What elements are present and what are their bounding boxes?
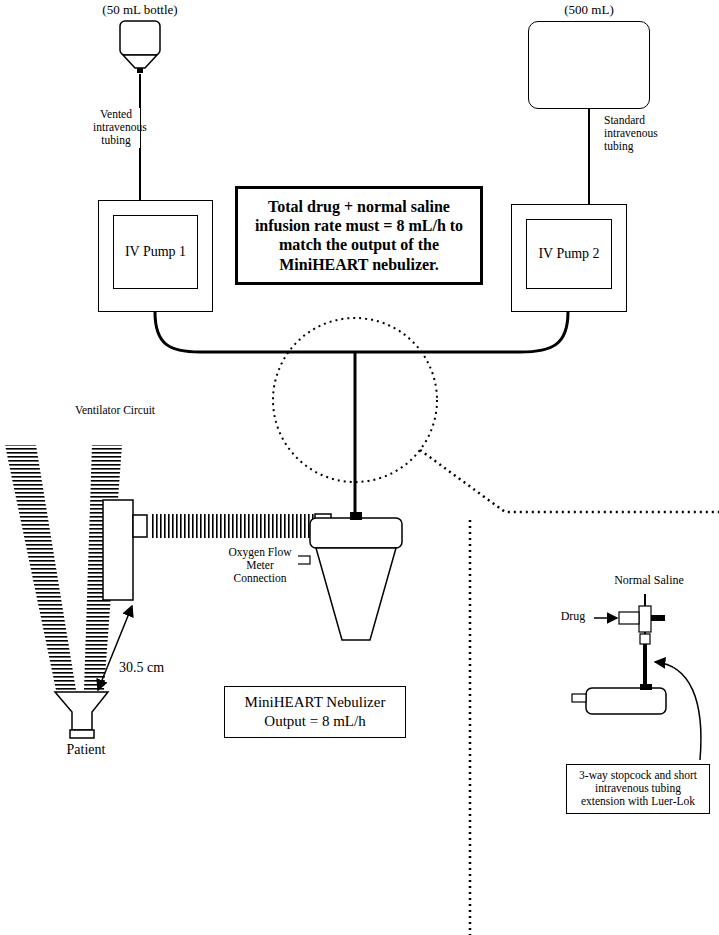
note-box: Total drug + normal saline infusion rate…: [235, 186, 483, 285]
infusion-tubing: [155, 312, 568, 352]
callout-text: 3-way stopcock and short intravenous tub…: [572, 769, 704, 809]
nebulizer-cap: [310, 518, 402, 548]
stopcock-lever: [651, 615, 665, 621]
pump-label: IV Pump 1: [125, 244, 186, 261]
callout-arrow: [655, 662, 701, 760]
ventilator-tube: [5, 445, 76, 690]
part-label: Vented intravenous tubing: [92, 108, 140, 148]
iv-tubing: [588, 109, 590, 204]
y-piece: [55, 692, 108, 730]
iv-pump: IV Pump 1: [98, 200, 213, 312]
nebulizer-tube: [150, 514, 315, 538]
drug-bottle: (50 mL bottle): [88, 2, 192, 74]
zoom-leader: [420, 450, 719, 935]
zoom-circle: [273, 318, 437, 482]
bottle-label: (500 mL): [528, 2, 650, 18]
pump-display: IV Pump 1: [113, 215, 198, 289]
output-text: MiniHEART Nebulizer Output = 8 mL/h: [233, 693, 397, 731]
part-label: Patient: [50, 742, 122, 758]
bag-shape: [528, 21, 650, 109]
iv-pump: IV Pump 2: [511, 204, 627, 312]
t-piece-port: [133, 515, 147, 537]
mini-nebulizer-cap: [586, 688, 666, 714]
part-label: Drug: [552, 610, 594, 624]
callout-box: 3-way stopcock and short intravenous tub…: [566, 764, 710, 814]
saline-bag: (500 mL): [528, 2, 650, 109]
output-box: MiniHEART Nebulizer Output = 8 mL/h: [224, 686, 406, 738]
t-piece: [103, 500, 133, 600]
bottle-shape: [115, 20, 165, 74]
luer-lok: [640, 634, 650, 644]
nebulizer-inlet: [350, 512, 362, 520]
pump-display: IV Pump 2: [526, 219, 612, 289]
drug-arrow: [594, 617, 617, 619]
mini-oxygen-port: [572, 694, 586, 702]
part-label: Oxygen Flow Meter Connection: [222, 546, 298, 586]
stopcock-body: [639, 606, 651, 632]
stopcock-port: [619, 612, 639, 624]
part-label: Standard intravenous tubing: [603, 114, 667, 154]
note-text: Total drug + normal saline infusion rate…: [244, 197, 474, 274]
extension-tubing: [643, 644, 647, 688]
dimension-line: [98, 606, 132, 690]
infusion-tubing: [354, 352, 357, 518]
oxygen-port: [296, 556, 310, 564]
part-label: Ventilator Circuit: [72, 404, 158, 417]
nebulizer-cup: [316, 548, 396, 640]
part-label: Normal Saline: [598, 574, 700, 588]
bottle-label: (50 mL bottle): [88, 2, 192, 18]
y-piece-port: [70, 730, 94, 738]
pump-label: IV Pump 2: [538, 246, 599, 263]
part-label: 30.5 cm: [118, 660, 180, 676]
mini-nebulizer-inlet: [640, 684, 652, 690]
